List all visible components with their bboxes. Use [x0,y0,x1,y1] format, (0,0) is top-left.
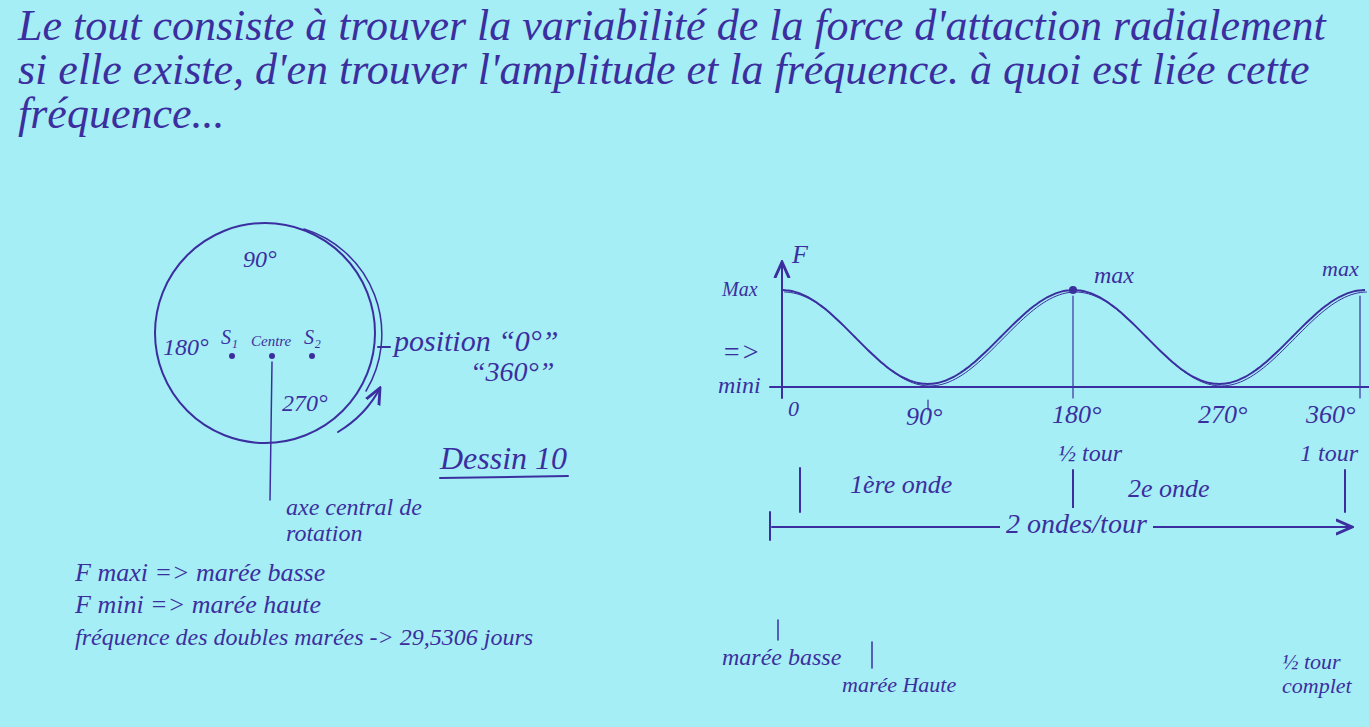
leader-line [378,346,390,348]
note-text: fréquence des doubles marées -> 29,5306 … [75,624,533,652]
guide-line [1359,296,1360,398]
circle-retrace [304,229,382,391]
span-tick [769,512,771,540]
turn-label: 1 tour [1300,440,1358,468]
force-curve [782,290,1365,384]
separator [799,468,801,512]
point [269,353,275,359]
separator [1072,470,1074,512]
wave-label: 1ère onde [850,470,952,500]
axis-note: axe central de rotation [286,494,436,547]
tick-label: 360° [1306,400,1355,430]
point-label: S₂ [304,326,321,349]
span-label: 2 ondes/tour [1000,508,1153,540]
force-curve-retrace [784,292,1367,386]
point-label: S₁ [221,326,238,349]
tide-label: marée basse [722,644,841,672]
drawing-title: Dessin 10 [440,440,567,477]
tick-label: 0 [788,396,799,421]
position-label: position “0°” [394,324,559,359]
implies-sign: => [722,336,760,368]
point [309,353,315,359]
y-axis [781,262,783,398]
axis-line [270,362,272,500]
note-text: F maxi => marée basse [75,558,325,588]
tide-label: marée Haute [842,672,956,697]
tick-mark [871,642,873,668]
turn-label: ½ tour complet [1282,650,1362,698]
rotation-circle [155,223,375,443]
axis-label: Max [722,278,758,301]
tick-label: 270° [1198,400,1247,430]
turn-label: ½ tour [1058,440,1122,468]
curve-note: max [1094,262,1134,290]
position-label: “360°” [470,356,554,388]
note-text: F mini => marée haute [75,590,321,620]
rotation-arrow [338,388,380,432]
tick-label: 180° [1052,400,1101,430]
tick-label: 90° [906,402,942,432]
axis-note: mini [718,372,761,400]
separator [1344,470,1346,512]
angle-label: 90° [243,246,277,274]
underline [440,476,568,478]
wave-label: 2e onde [1128,474,1210,504]
tick-mark [777,620,779,640]
curve-note: max [1322,256,1359,281]
point [229,353,235,359]
note-text: Le tout consiste à trouver la variabilit… [18,4,1353,136]
axis-label: F [792,240,808,270]
x-axis [770,386,1369,388]
guide-line [1072,296,1073,398]
point-label: Centre [251,333,291,350]
angle-label: 270° [282,390,328,418]
angle-label: 180° [163,334,209,362]
